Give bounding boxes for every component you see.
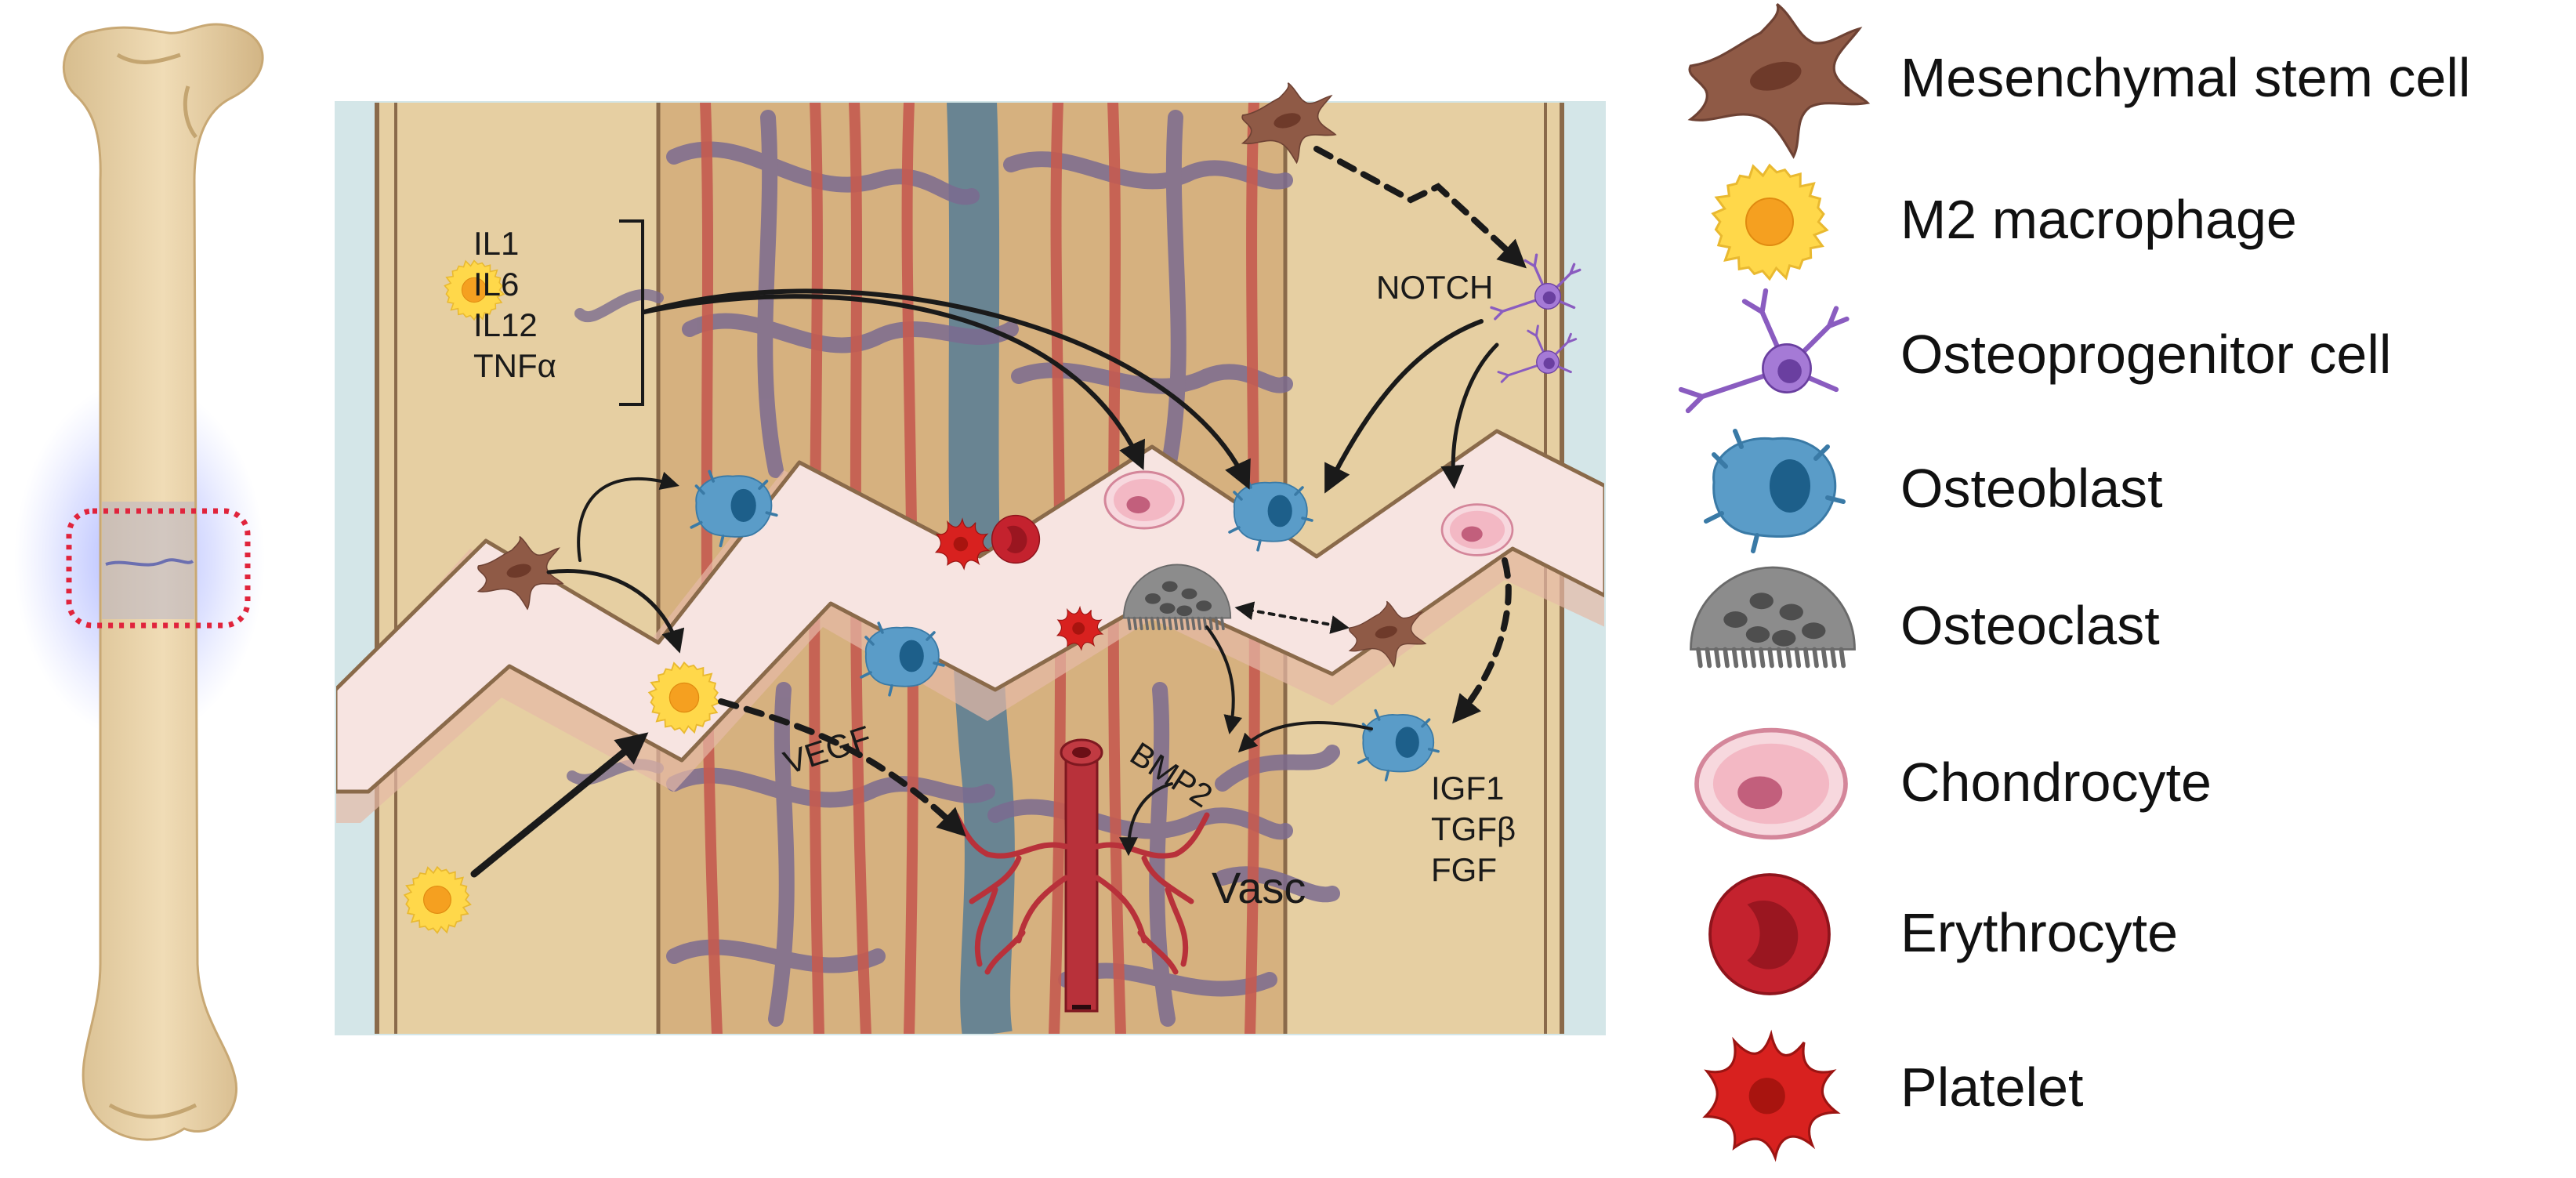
legend-label-mesenchymal-stem-cell: Mesenchymal stem cell	[1900, 47, 2471, 108]
platelet-icon	[1056, 605, 1104, 651]
osteoblast-icon	[690, 469, 778, 548]
platelet-icon	[934, 517, 991, 571]
cytokine-label: IL6	[473, 266, 520, 303]
fracture-highlight-box	[66, 508, 251, 629]
signal-arrow	[1205, 625, 1243, 735]
signal-arrow	[642, 294, 1145, 470]
cytokine-label: TNFα	[473, 347, 556, 384]
osteoblast-icon	[1357, 709, 1440, 781]
signal-arrow	[577, 471, 679, 562]
growth-factor-label: IGF1	[1431, 770, 1505, 806]
growth-factor-label: FGF	[1431, 851, 1497, 888]
signal-arrow	[642, 288, 1251, 490]
legend-label-osteoclast: Osteoclast	[1900, 595, 2160, 656]
signal-arrow	[470, 732, 649, 878]
growth-factor-label: TGFβ	[1431, 810, 1516, 847]
legend-label-osteoprogenitor-cell: Osteoprogenitor cell	[1900, 324, 2392, 385]
erythrocyte-icon	[991, 514, 1041, 564]
signal-arrow	[1313, 146, 1527, 269]
legend-label-osteoblast: Osteoblast	[1900, 458, 2163, 519]
m2-macrophage-icon	[1711, 163, 1829, 281]
mesenchymal-stem-cell-icon	[1687, 2, 1871, 159]
signal-arrow	[718, 698, 966, 837]
osteoprogenitor-cell-icon	[1678, 288, 1850, 414]
chondrocyte-icon	[1694, 727, 1848, 840]
legend-label-m2-macrophage: M2 macrophage	[1900, 189, 2297, 250]
signal-arrow	[1440, 343, 1499, 489]
erythrocyte-icon	[1708, 873, 1831, 995]
signal-arrow	[546, 569, 685, 654]
vasc-label: Vasc	[1212, 863, 1306, 912]
notch-label: NOTCH	[1376, 269, 1494, 306]
legend-label-platelet: Platelet	[1900, 1057, 2084, 1118]
cytokine-label: IL12	[473, 306, 538, 343]
mesenchymal-stem-cell-icon	[1348, 600, 1427, 668]
cytokine-label: IL1	[473, 225, 520, 262]
mesenchymal-stem-cell-icon	[1241, 82, 1337, 165]
femur-illustration	[14, 23, 265, 1141]
signal-arrow	[1452, 557, 1512, 724]
growth-factor-list: IGF1 TGFβ FGF	[1431, 772, 1516, 886]
osteoclast-icon	[1690, 566, 1856, 669]
m2-macrophage-icon	[647, 661, 721, 734]
platelet-icon	[1702, 1029, 1841, 1162]
cytokine-list: IL1 IL6 IL12 TNFα	[473, 227, 556, 382]
osteoblast-icon	[1704, 429, 1846, 553]
osteoblast-icon	[860, 622, 945, 697]
signal-arrow	[1237, 721, 1373, 753]
fracture-scene	[335, 102, 1605, 1035]
m2-macrophage-icon	[403, 865, 472, 934]
legend-label-erythrocyte: Erythrocyte	[1900, 902, 2178, 963]
osteoprogenitor-cell-icon	[1490, 253, 1581, 321]
osteoprogenitor-cell-icon	[1497, 324, 1578, 383]
mesenchymal-stem-cell-icon	[476, 535, 564, 611]
osteoblast-icon	[1228, 477, 1313, 552]
signal-arrow	[1119, 782, 1173, 857]
chondrocyte-icon	[1103, 470, 1185, 530]
m2-macrophage-icon	[444, 259, 505, 321]
osteoclast-icon	[1122, 564, 1232, 631]
signal-arrow	[1234, 601, 1350, 634]
chondrocyte-icon	[1440, 503, 1514, 556]
signal-arrow	[1324, 319, 1484, 494]
legend-label-chondrocyte: Chondrocyte	[1900, 752, 2212, 813]
